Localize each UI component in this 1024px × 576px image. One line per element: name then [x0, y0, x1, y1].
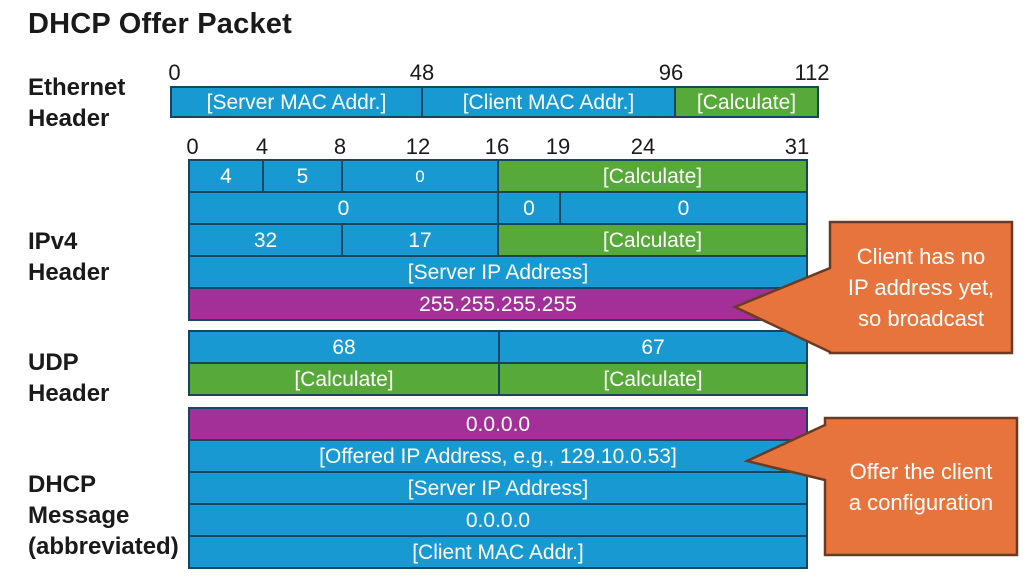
bit-tick-ipv4-bits-24: 24: [630, 134, 656, 159]
dhcp-message: 0.0.0.0[Offered IP Address, e.g., 129.10…: [188, 407, 808, 569]
dhcp-message-row: [Server IP Address]: [188, 471, 808, 505]
bit-tick-ipv4-bits-19: 19: [545, 134, 571, 159]
section-label-line: UDP: [28, 349, 79, 376]
callout-line: so broadcast: [858, 306, 984, 331]
section-label-udp: UDP Header: [28, 347, 109, 409]
section-label-line: Header: [28, 259, 110, 286]
section-label-line: Ethernet: [28, 74, 126, 101]
bit-tick-ipv4-bits-31: 31: [784, 134, 810, 159]
ipv4-header-field: 0: [497, 193, 559, 223]
ethernet-header-field: [Client MAC Addr.]: [421, 88, 674, 116]
section-label-line: Header: [28, 105, 110, 132]
ipv4-header-field: 32: [190, 225, 341, 255]
ipv4-header-row: 255.255.255.255: [188, 287, 808, 321]
dhcp-message-row: [Client MAC Addr.]: [188, 535, 808, 569]
bit-tick-ethernet-bits-0: 0: [168, 60, 181, 85]
section-label-line: DHCP: [28, 471, 97, 498]
udp-header-field: [Calculate]: [498, 364, 806, 394]
dhcp-message-field: [Offered IP Address, e.g., 129.10.0.53]: [190, 441, 806, 471]
ipv4-header-row: [Server IP Address]: [188, 255, 808, 289]
dhcp-message-row: [Offered IP Address, e.g., 129.10.0.53]: [188, 439, 808, 473]
bit-tick-ipv4-bits-4: 4: [255, 134, 269, 159]
section-label-line: Header: [28, 380, 110, 407]
dhcp-message-field: 0.0.0.0: [190, 409, 806, 439]
ipv4-header-field: 0: [559, 193, 806, 223]
section-label-dhcp: DHCP Message (abbreviated): [28, 469, 179, 562]
dhcp-message-field: [Client MAC Addr.]: [190, 537, 806, 567]
ethernet-header-field: [Calculate]: [674, 88, 817, 116]
bit-tick-ethernet-bits-96: 96: [658, 60, 684, 85]
ethernet-header-row: [Server MAC Addr.][Client MAC Addr.][Cal…: [170, 86, 819, 118]
ipv4-header-field: [Server IP Address]: [190, 257, 806, 287]
udp-header-field: [Calculate]: [190, 364, 498, 394]
bit-tick-ipv4-bits-0: 0: [186, 134, 199, 159]
ipv4-header-field: 5: [262, 161, 341, 191]
dhcp-message-field: [Server IP Address]: [190, 473, 806, 503]
page-title: DHCP Offer Packet: [28, 8, 292, 40]
callout-line: a configuration: [848, 489, 994, 515]
ipv4-header-field: 255.255.255.255: [190, 289, 806, 319]
bit-tick-ipv4-bits-16: 16: [484, 134, 510, 159]
dhcp-message-row: 0.0.0.0: [188, 503, 808, 537]
dhcp-message-row: 0.0.0.0: [188, 407, 808, 441]
section-label-line: IPv4: [28, 228, 78, 255]
section-label-line: (abbreviated): [28, 533, 179, 560]
ethernet-header-field: [Server MAC Addr.]: [172, 88, 421, 116]
ipv4-header-field: [Calculate]: [497, 225, 806, 255]
udp-header-field: 67: [498, 332, 806, 362]
section-label-line: Message: [28, 502, 130, 529]
callout-line: Client has no: [856, 244, 986, 269]
bit-tick-ipv4-bits-12: 12: [405, 134, 431, 159]
udp-header-field: 68: [190, 332, 498, 362]
callout-line: IP address yet,: [847, 275, 995, 300]
ipv4-header-field: 0: [190, 193, 497, 223]
bit-tick-ipv4-bits-8: 8: [333, 134, 347, 159]
udp-header-row: [Calculate][Calculate]: [188, 362, 808, 396]
ipv4-header-field: 4: [190, 161, 262, 191]
callout-line: Offer the client: [849, 458, 993, 484]
dhcp-message-field: 0.0.0.0: [190, 505, 806, 535]
ethernet-header: [Server MAC Addr.][Client MAC Addr.][Cal…: [170, 86, 819, 118]
bit-tick-ethernet-bits-48: 48: [409, 60, 435, 85]
callout-text-broadcast-note: Client has no IP address yet, so broadcast: [830, 222, 1012, 353]
ipv4-header-field: 0: [341, 161, 497, 191]
ipv4-header-field: 17: [341, 225, 497, 255]
bit-tick-ethernet-bits-112: 112: [794, 60, 830, 85]
ipv4-header-field: [Calculate]: [497, 161, 806, 191]
callout-text-offer-note: Offer the client a configuration: [825, 418, 1017, 555]
